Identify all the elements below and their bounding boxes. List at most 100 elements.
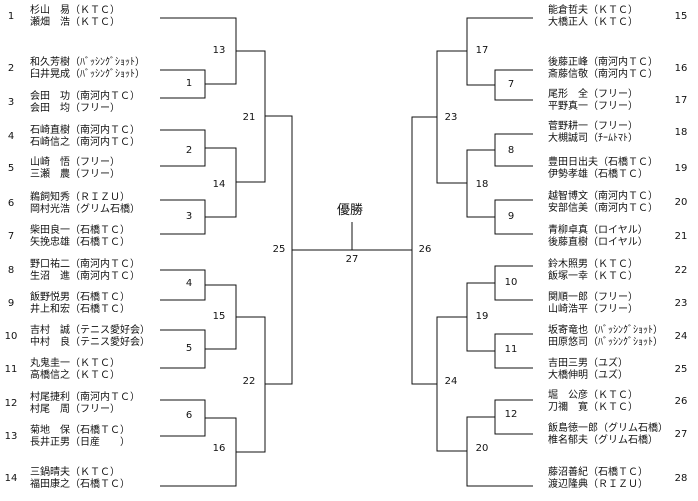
team-entry: 山崎 悟（フリー）三瀬 農（フリー） xyxy=(30,157,120,181)
player-name: 矢挽忠雄（石橋ＴＣ） xyxy=(30,237,130,248)
match-number-7: 7 xyxy=(507,79,515,90)
player-name: 山崎 悟（フリー） xyxy=(30,157,120,168)
team-entry: 鈴木照男（ＫＴＣ）飯塚一幸（ＫＴＣ） xyxy=(548,259,638,283)
player-name: 椎名郁夫（グリム石橋） xyxy=(548,435,658,446)
player-name: 堀 公彦（ＫＴＣ） xyxy=(548,390,638,401)
team-entry: 飯野悦男（石橋ＴＣ）井上和宏（石橋ＴＣ） xyxy=(30,292,130,316)
match-number-12: 12 xyxy=(504,409,518,420)
match-number-19: 19 xyxy=(475,311,489,322)
match-number-24: 24 xyxy=(444,376,458,387)
team-entry: 能倉哲夫（ＫＴＣ）大橋正人（ＫＴＣ） xyxy=(548,5,638,29)
player-name: 丸鬼圭一（ＫＴＣ） xyxy=(30,358,120,369)
match-number-23: 23 xyxy=(444,112,458,123)
match-number-5: 5 xyxy=(185,343,193,354)
match-number-22: 22 xyxy=(242,376,256,387)
seed-number: 11 xyxy=(4,364,18,375)
player-name: 伊勢孝雄（石橋ＴＣ） xyxy=(548,169,648,180)
seed-number: 28 xyxy=(674,473,688,484)
match-number-1: 1 xyxy=(185,78,193,89)
team-entry: 石崎直樹（南河内ＴＣ）石崎信之（南河内ＴＣ） xyxy=(30,125,140,149)
seed-number: 6 xyxy=(7,198,15,209)
player-name: 石崎信之（南河内ＴＣ） xyxy=(30,137,140,148)
player-name: 菊地 保（石橋ＴＣ） xyxy=(30,425,130,436)
seed-number: 20 xyxy=(674,197,688,208)
seed-number: 17 xyxy=(674,95,688,106)
player-name: 尾形 全（フリー） xyxy=(548,89,638,100)
player-name: 坂寄竜也（ﾊﾞｯｼﾝｸﾞｼｮｯﾄ） xyxy=(548,325,663,336)
match-number-14: 14 xyxy=(212,179,226,190)
player-name: 瀬畑 浩（ＫＴＣ） xyxy=(30,17,120,28)
player-name: 高橋信之（ＫＴＣ） xyxy=(30,370,120,381)
team-entry: 菊地 保（石橋ＴＣ）長井正男（日産 ） xyxy=(30,425,130,449)
player-name: 田原悠司（ﾊﾞｯｼﾝｸﾞｼｮｯﾄ） xyxy=(548,337,663,348)
match-number-4: 4 xyxy=(185,278,193,289)
player-name: 安部信美（南河内ＴＣ） xyxy=(548,203,658,214)
seed-number: 23 xyxy=(674,298,688,309)
player-name: 中村 良（テニス愛好会） xyxy=(30,337,150,348)
player-name: 山崎浩平（フリー） xyxy=(548,304,638,315)
match-number-2: 2 xyxy=(185,145,193,156)
match-number-13: 13 xyxy=(212,45,226,56)
player-name: 藤沼善紀（石橋ＴＣ） xyxy=(548,467,648,478)
match-number-26: 26 xyxy=(418,244,432,255)
team-entry: 柴田良一（石橋ＴＣ）矢挽忠雄（石橋ＴＣ） xyxy=(30,225,130,249)
player-name: 飯塚一幸（ＫＴＣ） xyxy=(548,271,638,282)
team-entry: 三鍋晴夫（ＫＴＣ）福田康之（石橋ＴＣ） xyxy=(30,467,130,491)
team-entry: 杉山 易（ＫＴＣ）瀬畑 浩（ＫＴＣ） xyxy=(30,5,120,29)
seed-number: 12 xyxy=(4,398,18,409)
match-number-11: 11 xyxy=(504,344,518,355)
match-number-18: 18 xyxy=(475,179,489,190)
seed-number: 27 xyxy=(674,429,688,440)
champion-label: 優勝 xyxy=(337,203,364,218)
team-entry: 和久芳樹（ﾊﾞｯｼﾝｸﾞｼｮｯﾄ）臼井晃成（ﾊﾞｯｼﾝｸﾞｼｮｯﾄ） xyxy=(30,57,145,81)
seed-number: 2 xyxy=(7,63,15,74)
team-entry: 青柳卓真（ロイヤル）後藤直樹（ロイヤル） xyxy=(548,225,648,249)
match-number-final: 27 xyxy=(345,254,359,265)
player-name: 斎藤信敬（南河内ＴＣ） xyxy=(548,69,658,80)
player-name: 大槻誠司（ﾁｰﾑﾄﾏﾄ） xyxy=(548,133,638,144)
match-number-9: 9 xyxy=(507,211,515,222)
match-number-8: 8 xyxy=(507,145,515,156)
player-name: 吉村 誠（テニス愛好会） xyxy=(30,325,150,336)
player-name: 三鍋晴夫（ＫＴＣ） xyxy=(30,467,120,478)
player-name: 大橋正人（ＫＴＣ） xyxy=(548,17,638,28)
player-name: 平野真一（フリー） xyxy=(548,101,638,112)
team-entry: 豊田日出夫（石橋ＴＣ）伊勢孝雄（石橋ＴＣ） xyxy=(548,157,658,181)
player-name: 飯野悦男（石橋ＴＣ） xyxy=(30,292,130,303)
player-name: 刀禰 寛（ＫＴＣ） xyxy=(548,402,638,413)
seed-number: 9 xyxy=(7,298,15,309)
player-name: 大橋伸明（ユズ） xyxy=(548,370,628,381)
player-name: 村尾捷利（南河内ＴＣ） xyxy=(30,392,140,403)
player-name: 福田康之（石橋ＴＣ） xyxy=(30,479,130,490)
team-entry: 越智博文（南河内ＴＣ）安部信美（南河内ＴＣ） xyxy=(548,191,658,215)
seed-number: 14 xyxy=(4,473,18,484)
seed-number: 25 xyxy=(674,364,688,375)
player-name: 菅野耕一（フリー） xyxy=(548,121,638,132)
seed-number: 3 xyxy=(7,97,15,108)
player-name: 柴田良一（石橋ＴＣ） xyxy=(30,225,130,236)
match-number-25: 25 xyxy=(272,244,286,255)
player-name: 渡辺隆典（ＲＩＺＵ） xyxy=(548,479,648,490)
match-number-6: 6 xyxy=(185,410,193,421)
player-name: 井上和宏（石橋ＴＣ） xyxy=(30,304,130,315)
player-name: 村尾 周（フリー） xyxy=(30,404,120,415)
player-name: 鈴木照男（ＫＴＣ） xyxy=(548,259,638,270)
player-name: 鵜飼知秀（ＲＩＺＵ） xyxy=(30,192,130,203)
player-name: 石崎直樹（南河内ＴＣ） xyxy=(30,125,140,136)
player-name: 和久芳樹（ﾊﾞｯｼﾝｸﾞｼｮｯﾄ） xyxy=(30,57,145,68)
player-name: 杉山 易（ＫＴＣ） xyxy=(30,5,120,16)
match-number-10: 10 xyxy=(504,277,518,288)
team-entry: 堀 公彦（ＫＴＣ）刀禰 寛（ＫＴＣ） xyxy=(548,390,638,414)
seed-number: 15 xyxy=(674,11,688,22)
team-entry: 後藤正峰（南河内ＴＣ）斎藤信敬（南河内ＴＣ） xyxy=(548,57,658,81)
team-entry: 菅野耕一（フリー）大槻誠司（ﾁｰﾑﾄﾏﾄ） xyxy=(548,121,638,145)
team-entry: 丸鬼圭一（ＫＴＣ）高橋信之（ＫＴＣ） xyxy=(30,358,120,382)
team-entry: 村尾捷利（南河内ＴＣ）村尾 周（フリー） xyxy=(30,392,140,416)
team-entry: 吉田三男（ユズ）大橋伸明（ユズ） xyxy=(548,358,628,382)
player-name: 越智博文（南河内ＴＣ） xyxy=(548,191,658,202)
team-entry: 鵜飼知秀（ＲＩＺＵ）岡村光浩（グリム石橋） xyxy=(30,192,140,216)
player-name: 長井正男（日産 ） xyxy=(30,437,130,448)
player-name: 臼井晃成（ﾊﾞｯｼﾝｸﾞｼｮｯﾄ） xyxy=(30,69,145,80)
player-name: 会田 均（フリー） xyxy=(30,103,120,114)
